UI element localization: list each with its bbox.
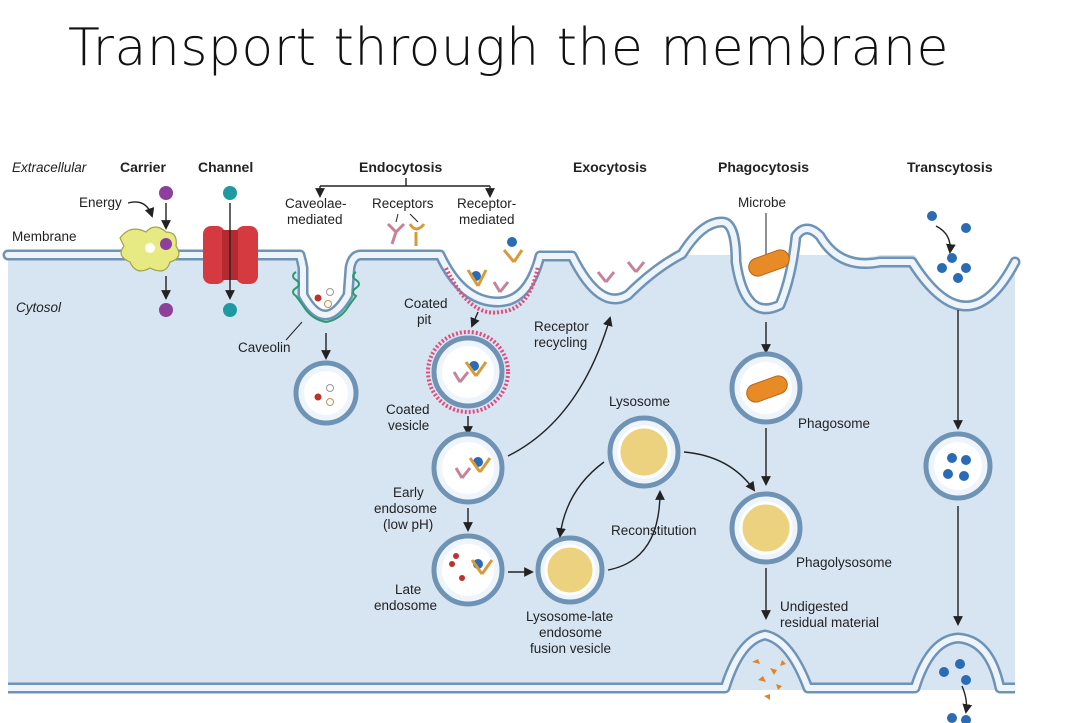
phagosome-label: Phagosome: [798, 416, 870, 431]
channel-protein: [203, 226, 258, 284]
cytosol-label: Cytosol: [16, 300, 62, 315]
phagosome: [729, 351, 803, 425]
caveolin-coat: [292, 271, 360, 324]
carrier-protein: [119, 226, 180, 272]
undigested-label-1: Undigested: [780, 599, 848, 614]
microbe-label: Microbe: [738, 195, 786, 210]
channel-molecule-outside: [223, 186, 237, 200]
phagocytosis-header: Phagocytosis: [718, 159, 809, 175]
endocytosis-header: Endocytosis: [359, 159, 442, 175]
phagolysosome: [729, 491, 803, 565]
coated-vesicle: [426, 330, 510, 414]
transcytotic-vesicle: [923, 431, 993, 501]
receptors-label: Receptors: [372, 196, 434, 211]
fusion-vesicle-label-2: endosome: [539, 625, 602, 640]
caveolin-label: Caveolin: [238, 340, 291, 355]
lysosome: [607, 415, 681, 489]
transcytosis-header: Transcytosis: [907, 159, 993, 175]
coated-pit: [444, 237, 540, 315]
endocytosis-bracket: [319, 178, 491, 194]
fusion-vesicle-label-1: Lysosome-late: [526, 609, 613, 624]
slide-title: Transport through the membrane: [68, 18, 949, 78]
carrier-header: Carrier: [120, 159, 166, 175]
channel-header: Channel: [198, 159, 253, 175]
fusion-vesicle-label-3: fusion vesicle: [530, 641, 611, 656]
exocytosis-receptors: [596, 261, 646, 283]
carrier-molecule-outside: [159, 186, 173, 200]
early-endosome: [431, 431, 505, 505]
membrane-label: Membrane: [12, 229, 77, 244]
coated-vesicle-label-2: vesicle: [388, 418, 429, 433]
late-endosome-label-2: endosome: [374, 598, 437, 613]
transcytosis-particles-release: [939, 659, 971, 723]
receptor-mediated-label-1: Receptor-: [457, 196, 516, 211]
early-endosome-label-2: endosome: [374, 501, 437, 516]
transcytosis-particles-outside: [927, 211, 971, 283]
lysosome-label: Lysosome: [609, 394, 670, 409]
receptor-mediated-label-2: mediated: [459, 212, 515, 227]
undigested-label-2: residual material: [780, 615, 879, 630]
extracellular-label: Extracellular: [12, 160, 87, 175]
early-endosome-label-1: Early: [393, 485, 424, 500]
receptor-recycling-label-1: Receptor: [534, 319, 589, 334]
late-endosome: [431, 533, 505, 607]
receptor-proteins: [386, 222, 426, 246]
late-endosome-label-1: Late: [395, 582, 421, 597]
coated-pit-label-2: pit: [417, 312, 432, 327]
caveolae-label-2: mediated: [287, 212, 343, 227]
microbe: [748, 249, 790, 277]
carrier-molecule-inside: [159, 303, 173, 317]
fusion-vesicle: [535, 535, 605, 605]
exocytosis-header: Exocytosis: [573, 159, 647, 175]
reconstitution-label: Reconstitution: [611, 523, 697, 538]
residual-debris: [752, 659, 786, 700]
energy-label: Energy: [79, 195, 122, 210]
caveolar-vesicle: [293, 360, 359, 426]
caveolae-label-1: Caveolae-: [285, 196, 347, 211]
carrier-molecule-bound: [160, 238, 172, 250]
coated-vesicle-label-1: Coated: [386, 402, 430, 417]
early-endosome-label-3: (low pH): [383, 517, 433, 532]
phagolysosome-label: Phagolysosome: [796, 555, 892, 570]
receptor-recycling-label-2: recycling: [534, 335, 587, 350]
membrane-transport-diagram: Extracellular Membrane Cytosol Carrier C…: [2, 159, 1021, 723]
channel-molecule-inside: [223, 303, 237, 317]
coated-pit-label-1: Coated: [404, 296, 448, 311]
